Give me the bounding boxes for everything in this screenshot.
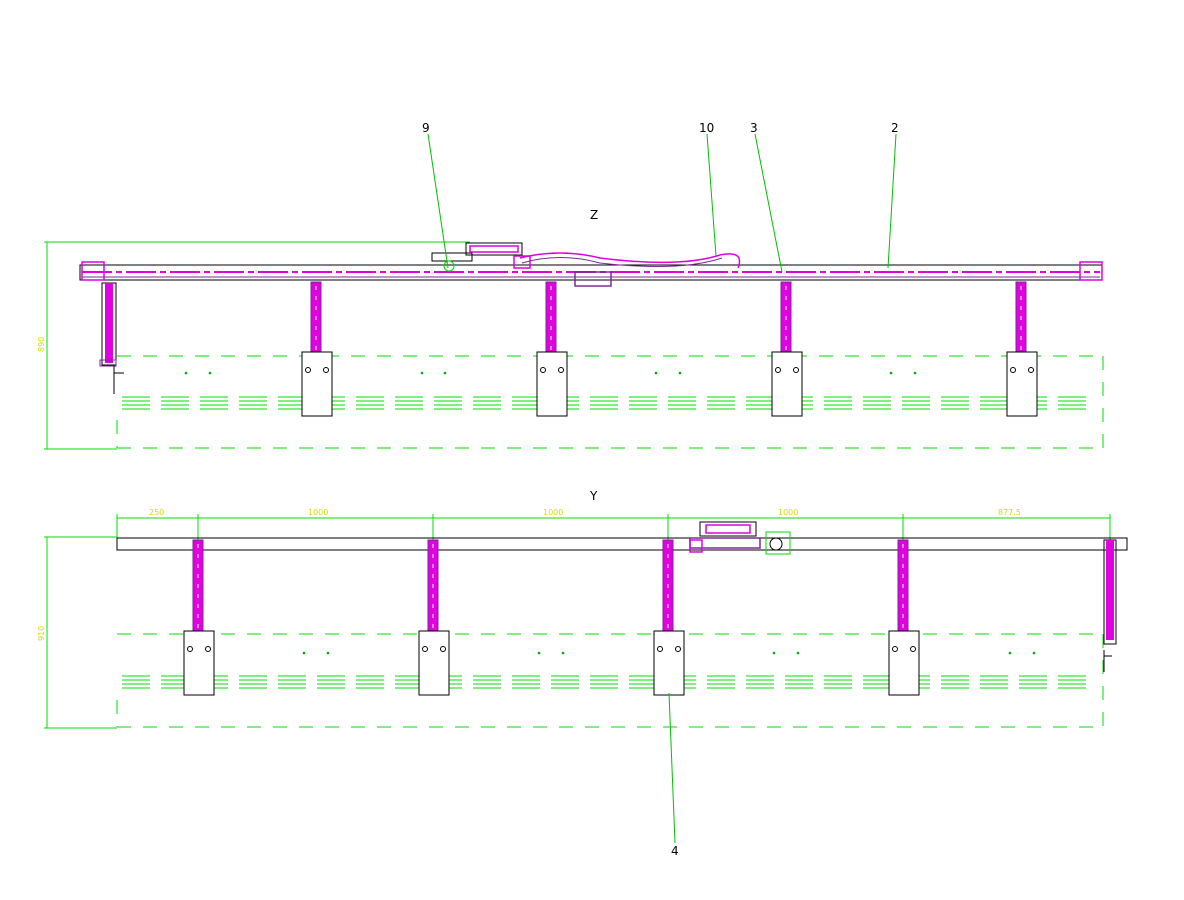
bolt-hole xyxy=(675,646,681,652)
dot xyxy=(302,651,306,655)
dot xyxy=(913,371,917,375)
dot xyxy=(1032,651,1036,655)
callout-4: 4 xyxy=(671,844,679,858)
tire-stripes-z xyxy=(122,396,1086,410)
base-block xyxy=(301,351,333,417)
bolt-hole xyxy=(187,646,193,652)
base-blocks-y xyxy=(183,630,920,696)
base-block xyxy=(536,351,568,417)
callout-2: 2 xyxy=(891,121,899,135)
dot xyxy=(654,371,658,375)
height-dimension-y xyxy=(44,536,117,729)
bolt-hole xyxy=(558,367,564,373)
view-y: 910 250 1000 1000 1000 877.5 xyxy=(37,489,1128,729)
callout-leaders xyxy=(427,133,897,844)
base-block xyxy=(1006,351,1038,417)
bolt-hole xyxy=(205,646,211,652)
height-dimension-z xyxy=(44,241,470,450)
cable-chain-z xyxy=(519,252,741,269)
posts-y xyxy=(192,539,909,694)
end-arm-right-y xyxy=(1103,539,1117,672)
base-blocks-z xyxy=(301,351,1038,417)
height-dim-label-y: 910 xyxy=(37,626,46,641)
dot xyxy=(772,651,776,655)
dot xyxy=(678,371,682,375)
bolt-hole xyxy=(305,367,311,373)
drive-unit-z xyxy=(431,242,531,272)
callout-9: 9 xyxy=(422,121,430,135)
width-dimension-labels: 250 1000 1000 1000 877.5 xyxy=(149,508,1021,517)
bolt-hole xyxy=(892,646,898,652)
dashed-frame-z xyxy=(116,355,1104,449)
dot xyxy=(537,651,541,655)
bolt-hole xyxy=(793,367,799,373)
dashed-frame-y xyxy=(116,633,1104,728)
callout-3: 3 xyxy=(750,121,758,135)
bolt-hole xyxy=(323,367,329,373)
dot xyxy=(561,651,565,655)
dimension-label: 250 xyxy=(149,508,164,517)
view-z: 890 Z xyxy=(37,208,1104,450)
dot xyxy=(184,371,188,375)
width-dimension-chain xyxy=(116,514,1111,540)
bolt-hole xyxy=(422,646,428,652)
bolt-hole xyxy=(540,367,546,373)
base-block xyxy=(653,630,685,696)
base-block xyxy=(418,630,450,696)
base-block xyxy=(183,630,215,696)
dot xyxy=(889,371,893,375)
bolt-hole xyxy=(1010,367,1016,373)
dot xyxy=(796,651,800,655)
dot xyxy=(326,651,330,655)
bolt-hole xyxy=(910,646,916,652)
small-dots-z xyxy=(184,371,917,375)
height-dim-label-z: 890 xyxy=(37,337,46,352)
base-block xyxy=(888,630,920,696)
dot xyxy=(1008,651,1012,655)
end-arm-left-z xyxy=(99,282,124,394)
dot xyxy=(420,371,424,375)
dimension-label: 1000 xyxy=(543,508,563,517)
dimension-label: 1000 xyxy=(778,508,798,517)
base-block xyxy=(771,351,803,417)
rail-z xyxy=(79,261,1103,287)
dot xyxy=(443,371,447,375)
dimension-label: 1000 xyxy=(308,508,328,517)
drive-unit-y xyxy=(689,521,791,555)
bolt-hole xyxy=(775,367,781,373)
view-title-z: Z xyxy=(590,208,598,222)
bolt-hole xyxy=(440,646,446,652)
small-dots-y xyxy=(302,651,1036,655)
view-title-y: Y xyxy=(589,489,598,503)
bolt-hole xyxy=(657,646,663,652)
callout-10: 10 xyxy=(699,121,714,135)
rail-y xyxy=(116,537,1128,551)
dimension-label: 877.5 xyxy=(998,508,1021,517)
dot xyxy=(208,371,212,375)
posts-z xyxy=(310,281,1027,414)
tire-stripes-y xyxy=(122,675,1086,689)
bolt-hole xyxy=(1028,367,1034,373)
